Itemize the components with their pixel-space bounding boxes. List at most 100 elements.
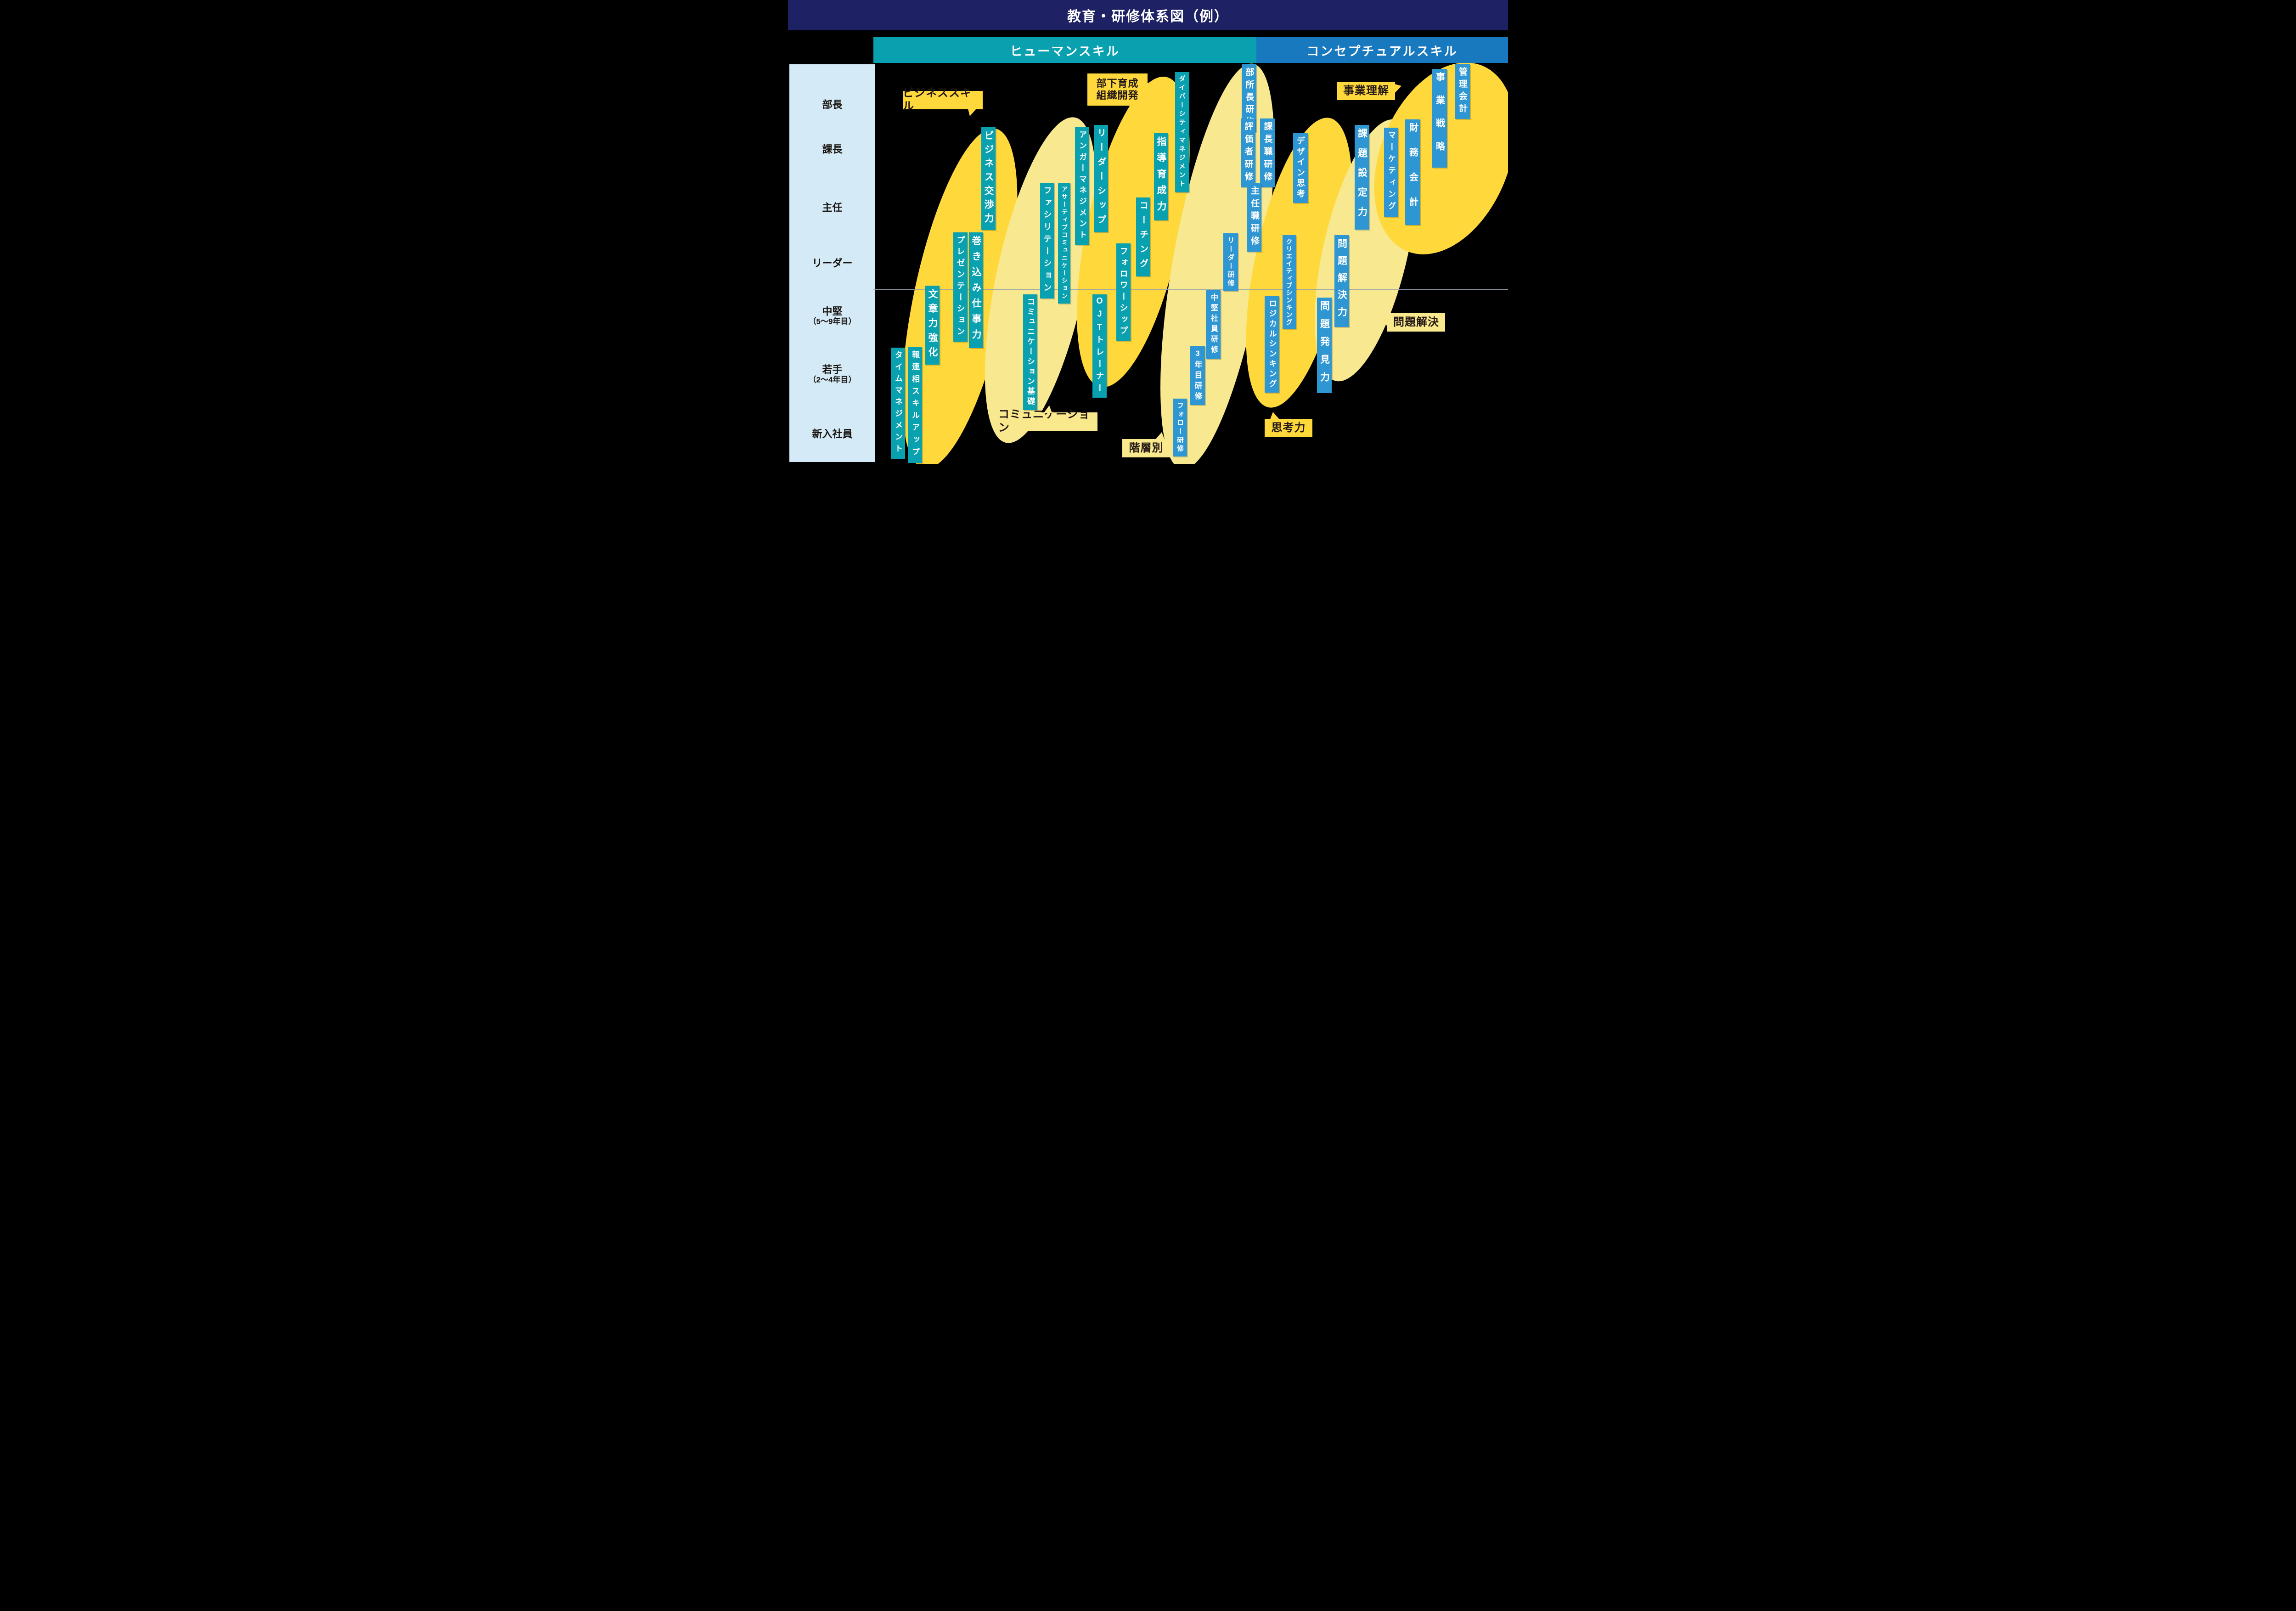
course-creative-thinking: クリエイティブシンキング	[1283, 235, 1296, 329]
course-label: 報連相スキルアップ	[911, 350, 919, 460]
level-label: 新入社員	[812, 428, 853, 440]
course-kanri-kaikei: 管理会計	[1455, 64, 1470, 119]
course-label: フォロワーシップ	[1119, 247, 1128, 338]
course-problem-finding: 問題発見力	[1317, 298, 1332, 393]
callout-pointer	[1044, 406, 1052, 413]
course-label: 財務会計	[1407, 123, 1418, 222]
course-label: OJTトレーナー	[1095, 296, 1104, 396]
course-presentation: プレゼンテーション	[953, 232, 968, 342]
level-sublabel: （5〜9年目）	[808, 317, 856, 326]
callout-label: 事業理解	[1343, 84, 1389, 97]
course-label: プレゼンテーション	[956, 236, 965, 338]
course-shunin-shoku: 主任職研修	[1247, 183, 1261, 252]
course-involve-work: 巻き込み仕事力	[969, 232, 983, 348]
callout-thinking: 思考力	[1265, 412, 1312, 437]
course-facilitation: ファシリテーション	[1040, 183, 1054, 299]
callout-pointer	[968, 109, 976, 116]
course-label: 文章力強化	[927, 289, 938, 361]
level-label: 主任	[822, 202, 843, 214]
level-kacho: 課長	[789, 143, 875, 155]
course-label: 3年目研修	[1193, 349, 1202, 402]
course-zaimu-kaikei: 財務会計	[1405, 119, 1420, 225]
level-bucho: 部長	[789, 99, 875, 110]
course-guidance: 指導育成力	[1154, 133, 1168, 220]
mid-career-divider-line	[873, 289, 1508, 290]
course-assertive: アサーティブコミュニケーション	[1058, 183, 1070, 304]
course-kadai-settei: 課題設定力	[1355, 125, 1369, 230]
course-label: 課長職研修	[1262, 122, 1272, 184]
course-label: 問題解決力	[1336, 238, 1347, 324]
callout-label: 階層別	[1129, 441, 1164, 454]
callout-label: 思考力	[1271, 421, 1306, 434]
course-biz-negotiation: ビジネス交渉力	[981, 127, 996, 230]
course-label: 事業戦略	[1434, 72, 1445, 164]
course-label: リーダーシップ	[1096, 128, 1106, 229]
callout-pointer	[1270, 412, 1279, 419]
header-conceptual-skill: コンセプチュアルスキル	[1256, 37, 1508, 63]
callout-label: 組織開発	[1096, 90, 1139, 101]
level-shunin: 主任	[789, 202, 875, 213]
level-label: 部長	[822, 99, 843, 111]
level-chuken: 中堅（5〜9年目）	[789, 306, 875, 327]
callout-pointer	[1395, 84, 1401, 93]
level-shinnyu: 新入社員	[789, 428, 875, 439]
course-label: 中堅社員研修	[1210, 293, 1217, 356]
course-problem-solving-skill: 問題解決力	[1334, 235, 1349, 327]
course-label: マーケティング	[1387, 131, 1396, 214]
callout-pointer	[1155, 432, 1165, 439]
course-label: 主任職研修	[1249, 186, 1259, 248]
course-writing: 文章力強化	[925, 286, 940, 365]
level-leader: リーダー	[789, 257, 875, 269]
course-hyokasha: 評価者研修	[1241, 118, 1255, 187]
diagram-stage: 教育・研修体系図（例） ヒューマンスキル コンセプチュアルスキル ビジネス交渉力…	[788, 0, 1508, 464]
course-comm-basic: コミュニケーション基礎	[1023, 294, 1037, 410]
course-anger-mgmt: アンガーマネジメント	[1075, 127, 1089, 245]
course-label: クリエイティブシンキング	[1285, 238, 1293, 326]
callout-subordinate-dev: 部下育成組織開発	[1087, 73, 1154, 106]
course-ojt-trainer: OJTトレーナー	[1092, 294, 1107, 398]
level-sidebar	[789, 64, 875, 462]
callout-problem-solving: 問題解決	[1380, 313, 1445, 332]
course-label: アサーティブコミュニケーション	[1061, 186, 1068, 300]
callout-hierarchy: 階層別	[1122, 432, 1170, 457]
callout-label: 部下育成	[1096, 77, 1139, 89]
course-label: ビジネス交渉力	[983, 130, 994, 227]
level-label: リーダー	[812, 257, 853, 269]
course-hourensou: 報連相スキルアップ	[908, 347, 922, 463]
callout-pointer	[1147, 83, 1154, 92]
course-marketing: マーケティング	[1384, 128, 1398, 217]
course-label: 部所長研修	[1244, 68, 1254, 129]
level-label: 中堅	[822, 305, 843, 317]
course-label: 指導育成力	[1156, 136, 1166, 217]
course-label: ファシリテーション	[1042, 186, 1052, 295]
course-third-year: 3年目研修	[1190, 346, 1205, 405]
level-wakate: 若手（2〜4年目）	[789, 364, 875, 385]
callout-business-understanding: 事業理解	[1337, 82, 1401, 100]
course-follow-kenshu: フォロー研修	[1173, 399, 1187, 456]
course-leadership: リーダーシップ	[1094, 125, 1108, 232]
course-label: デザイン思考	[1296, 136, 1305, 200]
page-title: 教育・研修体系図（例）	[788, 0, 1508, 30]
course-label: コーチング	[1138, 201, 1148, 273]
course-label: ダイバーシティマネジメント	[1178, 75, 1186, 189]
course-kacho-shoku: 課長職研修	[1260, 118, 1275, 187]
course-label: 課題設定力	[1356, 128, 1367, 226]
callout-communication: コミュニケーション	[998, 406, 1097, 434]
course-coaching: コーチング	[1136, 197, 1150, 276]
callout-pointer	[1380, 319, 1388, 326]
course-chuken-kenshu: 中堅社員研修	[1206, 290, 1221, 359]
course-followership: フォロワーシップ	[1116, 243, 1131, 341]
course-label: 評価者研修	[1243, 122, 1253, 184]
callout-label: 問題解決	[1393, 315, 1439, 328]
callout-label: コミュニケーション	[998, 408, 1090, 434]
callout-business-skill: ビジネススキル	[903, 87, 983, 116]
callout-label: ビジネススキル	[903, 87, 972, 113]
course-diversity-mgmt: ダイバーシティマネジメント	[1175, 72, 1189, 192]
course-design-thinking: デザイン思考	[1293, 133, 1308, 203]
course-label: 管理会計	[1458, 67, 1467, 116]
header-human-skill: ヒューマンスキル	[873, 37, 1256, 63]
course-label: フォロー研修	[1176, 402, 1184, 453]
level-label: 若手	[822, 364, 843, 376]
course-label: 問題発見力	[1319, 301, 1330, 390]
course-label: コミュニケーション基礎	[1026, 298, 1035, 407]
